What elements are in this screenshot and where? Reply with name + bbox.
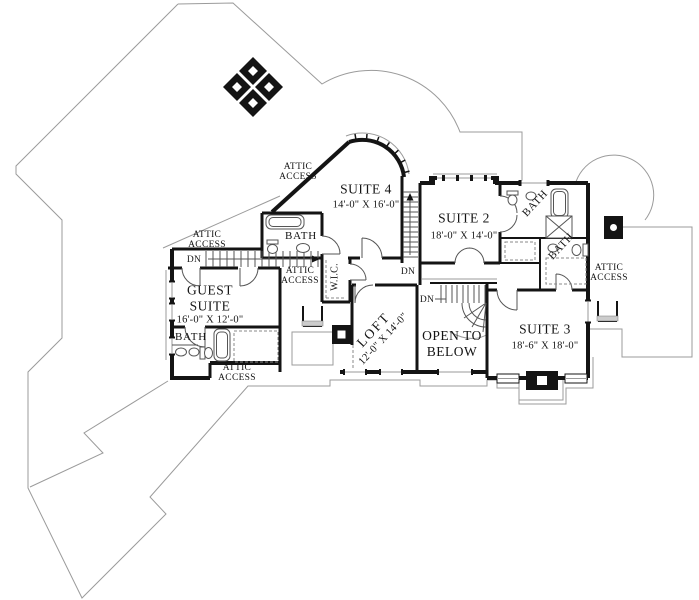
down-label-corridor: DN xyxy=(186,254,202,265)
attic-access-line1: ATTIC xyxy=(285,265,315,276)
wic-label: W.I.C. xyxy=(329,263,341,291)
down-label-center-stairs: DN xyxy=(400,266,416,277)
down-label-main-stairs: DN xyxy=(419,294,435,305)
bath-label-hall: BATH xyxy=(285,230,317,243)
open-to-below-label: OPEN TO BELOW xyxy=(422,328,482,360)
guest-suite-name-line2: SUITE xyxy=(189,298,231,313)
attic-access-line2: ACCESS xyxy=(279,172,317,182)
attic-access-label-hall: ATTIC ACCESS xyxy=(281,266,319,287)
attic-access-label-upper: ATTIC ACCESS xyxy=(279,162,317,183)
attic-access-line2: ACCESS xyxy=(281,276,319,286)
guest-suite-name-line1: GUEST xyxy=(187,282,233,298)
suite4-name: SUITE 4 xyxy=(340,181,392,197)
suite2-name: SUITE 2 xyxy=(438,210,490,226)
attic-access-label-guest: ATTIC ACCESS xyxy=(218,363,256,384)
suite3-dims: 18'-6" X 18'-0" xyxy=(511,340,579,352)
attic-access-label-right: ATTIC ACCESS xyxy=(590,263,628,284)
guest-suite-dims: 16'-0" X 12'-0" xyxy=(176,314,244,326)
attic-access-line1: ATTIC xyxy=(222,362,252,373)
attic-access-line2: ACCESS xyxy=(590,273,628,283)
attic-access-line2: ACCESS xyxy=(188,240,226,250)
open-to-below-line1: OPEN TO xyxy=(422,327,482,343)
suite3-name: SUITE 3 xyxy=(519,321,571,337)
attic-access-line1: ATTIC xyxy=(594,262,624,273)
open-to-below-line2: BELOW xyxy=(426,344,478,359)
attic-access-label-left: ATTIC ACCESS xyxy=(188,230,226,251)
attic-access-line1: ATTIC xyxy=(192,229,222,240)
guest-suite-name: GUEST SUITE xyxy=(187,282,233,313)
bath-label-guest: BATH xyxy=(175,331,207,344)
suite2-dims: 18'-0" X 14'-0" xyxy=(430,230,498,242)
attic-access-line1: ATTIC xyxy=(283,161,313,172)
attic-access-line2: ACCESS xyxy=(218,373,256,383)
suite4-dims: 14'-0" X 16'-0" xyxy=(332,199,400,211)
